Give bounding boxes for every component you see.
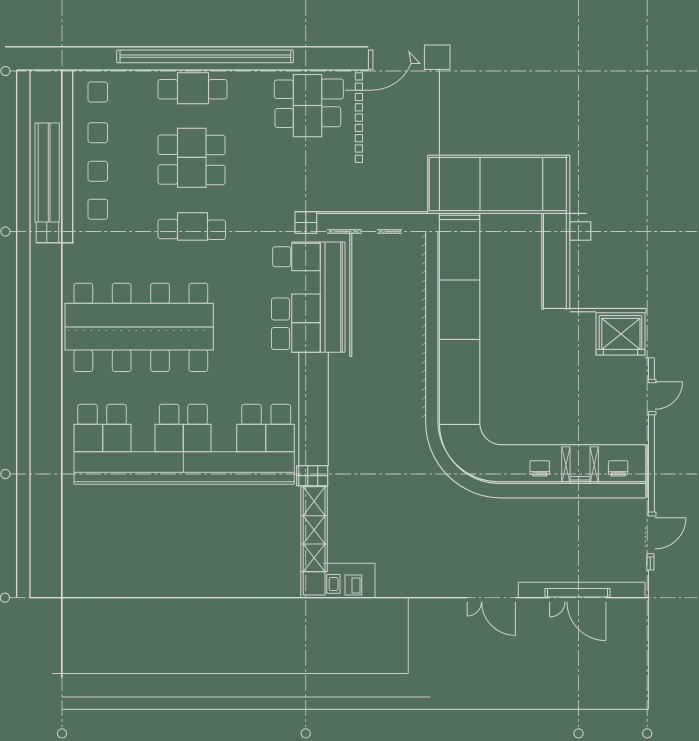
exterior-walls [5, 46, 649, 678]
wall-bench [34, 122, 60, 244]
bar-register [529, 460, 629, 477]
bar-rail-ticks [421, 234, 426, 418]
central-wall [294, 211, 587, 487]
bar-taps [561, 446, 599, 484]
elevator [595, 312, 646, 356]
stair-shaft [300, 486, 328, 598]
south-entrance [466, 581, 646, 642]
terrace-lines [51, 597, 649, 710]
bar-counter [425, 69, 648, 499]
service-counter [291, 241, 346, 353]
window-counter-top [116, 49, 294, 64]
kitchen-equipment [323, 562, 376, 598]
grid-axis-bubbles [0, 65, 653, 739]
top-entry-door [345, 44, 451, 163]
tables [73, 72, 323, 453]
right-wall-doors [644, 308, 687, 598]
long-table [64, 302, 214, 351]
chairs [73, 78, 344, 425]
stool-platform [73, 451, 295, 485]
hatch-ticks [328, 229, 402, 234]
